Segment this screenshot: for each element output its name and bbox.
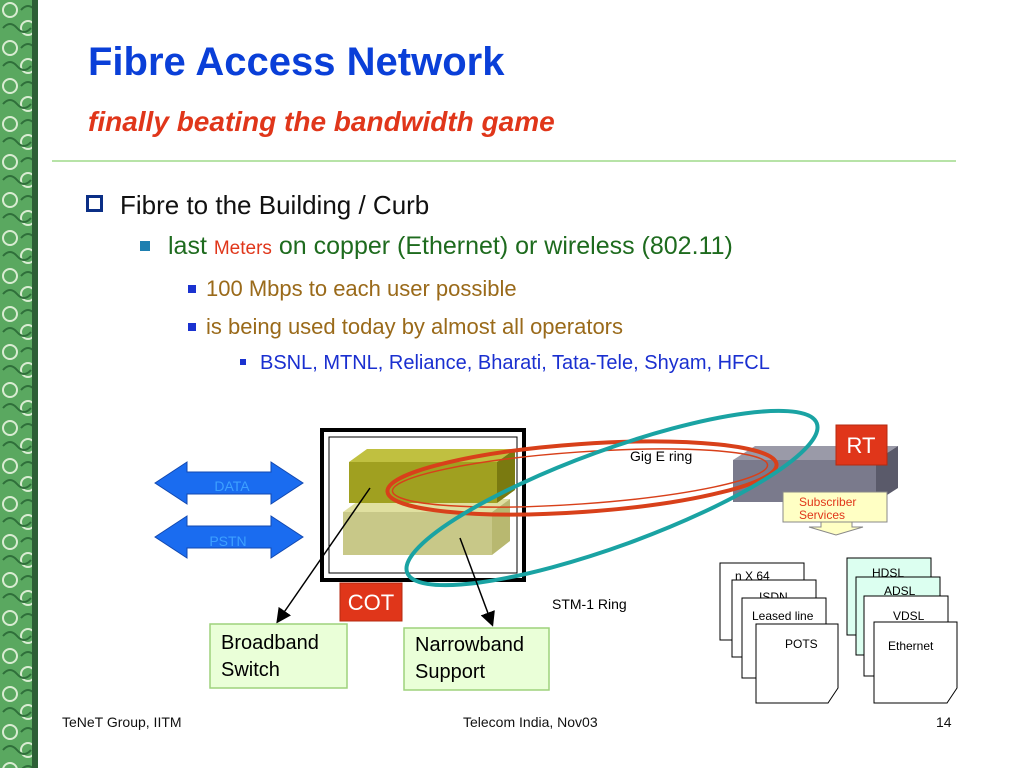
bullet-level2-prefix: last	[168, 232, 214, 260]
footer-center: Telecom India, Nov03	[463, 714, 598, 730]
bullet-level4: BSNL, MTNL, Reliance, Bharati, Tata-Tele…	[240, 352, 770, 375]
bullet-level3-item: 100 Mbps to each user possible	[188, 276, 517, 302]
rt-label: RT	[847, 433, 876, 458]
narrowband-connector	[459, 537, 495, 627]
small-square-bullet-icon	[188, 323, 196, 331]
hollow-square-bullet-icon	[86, 195, 103, 212]
pstn-double-arrow: PSTN	[154, 515, 304, 559]
stm1-ring-label: STM-1 Ring	[552, 596, 627, 612]
service-card-label: POTS	[785, 637, 818, 651]
slide-subtitle: finally beating the bandwidth game	[88, 106, 555, 137]
broadband-service-cards: HDSL ADSL VDSL Ethernet	[846, 557, 958, 704]
service-card-label: ADSL	[884, 584, 916, 598]
service-card-label: VDSL	[893, 609, 925, 623]
service-card-label: Leased line	[752, 609, 814, 623]
service-card-label: Ethernet	[888, 639, 934, 653]
gig-e-ring	[385, 439, 779, 517]
bullet-level3-text: 100 Mbps to each user possible	[206, 276, 517, 301]
data-arrow-label: DATA	[214, 478, 250, 494]
gig-e-ring-label: Gig E ring	[630, 448, 692, 464]
page-number: 14	[936, 714, 952, 730]
decorative-border	[0, 0, 38, 768]
service-card: POTS	[755, 623, 839, 704]
footer-left: TeNeT Group, IITM	[62, 714, 182, 730]
service-card: Ethernet	[873, 621, 958, 704]
stm1-ring	[404, 408, 820, 588]
square-bullet-icon	[140, 241, 150, 251]
bullet-level3-item: is being used today by almost all operat…	[188, 314, 623, 340]
bullet-level1: Fibre to the Building / Curb	[86, 190, 429, 221]
data-double-arrow: DATA	[154, 461, 304, 505]
pstn-arrow-label: PSTN	[209, 533, 246, 549]
narrowband-service-cards: n X 64 ISDN Leased line POTS	[719, 562, 839, 704]
bullet-level2-suffix: on copper (Ethernet) or wireless (802.11…	[271, 232, 733, 260]
rt-label-box: RT	[835, 424, 888, 466]
bullet-level2-highlight: Meters	[213, 238, 272, 259]
small-square-bullet-icon	[188, 285, 196, 293]
cot-label-box: COT	[339, 582, 403, 622]
bullet-level1-text: Fibre to the Building / Curb	[120, 190, 430, 220]
bullet-level2: last Meters on copper (Ethernet) or wire…	[140, 232, 733, 261]
broadband-connector	[276, 487, 371, 624]
cot-label: COT	[348, 590, 394, 615]
subscriber-down-arrow-icon	[808, 521, 864, 536]
bullet-level3-text: is being used today by almost all operat…	[206, 314, 624, 339]
tiny-square-bullet-icon	[240, 359, 246, 365]
bullet-level4-text: BSNL, MTNL, Reliance, Bharati, Tata-Tele…	[260, 352, 770, 374]
title-divider	[52, 160, 956, 162]
slide-title: Fibre Access Network	[88, 40, 505, 84]
